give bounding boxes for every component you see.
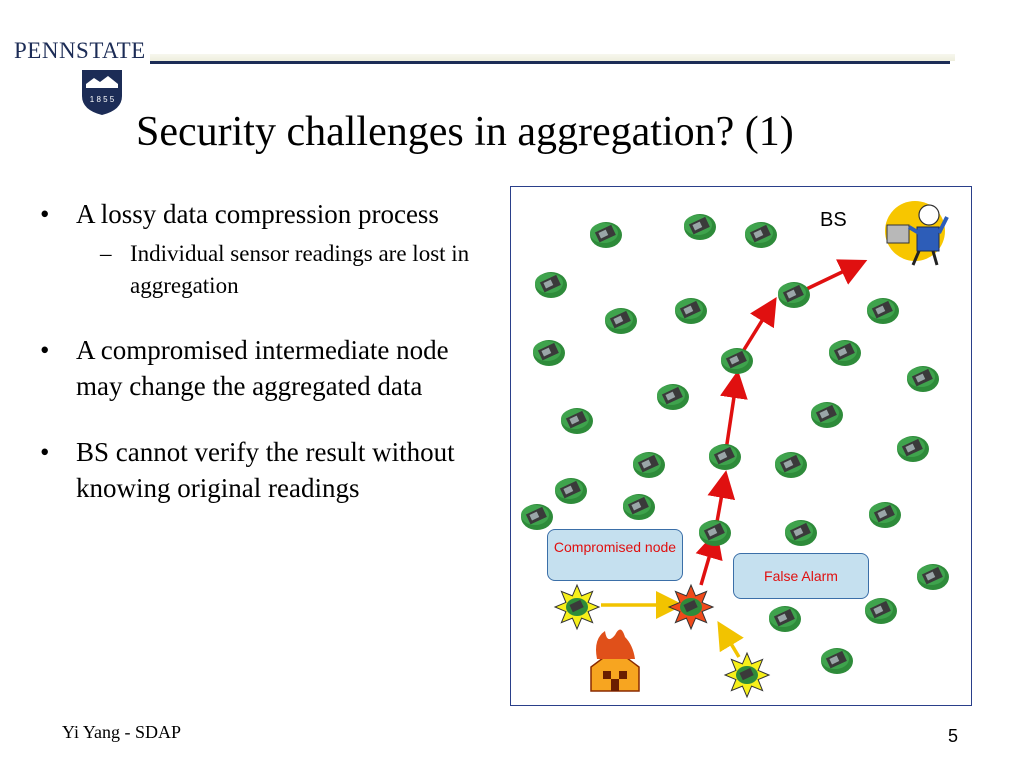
header-band	[150, 54, 955, 61]
sensor-node-icon	[869, 502, 901, 528]
burning-house-icon	[590, 629, 640, 692]
sensor-node-icon	[605, 308, 637, 334]
sensor-node-icon	[785, 520, 817, 546]
bullet-item: • A lossy data compression process – Ind…	[38, 196, 469, 302]
sensor-node-icon	[769, 606, 801, 632]
bullet-text: A compromised intermediate node may chan…	[76, 335, 449, 401]
footer-author: Yi Yang - SDAP	[62, 722, 182, 742]
bullet-text: A lossy data compression process	[76, 199, 439, 229]
sensor-node-icon	[865, 598, 897, 624]
sensor-node-icon	[745, 222, 777, 248]
sensor-network-diagram: BS Compromised node False Alarm	[510, 186, 972, 706]
sensor-node-icon	[721, 348, 753, 374]
bullet-item: • BS cannot verify the result without kn…	[38, 434, 468, 506]
bullet-list: • A lossy data compression process – Ind…	[38, 196, 469, 536]
sensor-node-icon	[675, 298, 707, 324]
sensor-node-icon	[897, 436, 929, 462]
sensor-node-icon	[555, 478, 587, 504]
false-alarm-callout: False Alarm	[733, 553, 869, 599]
university-seal-icon: 1 8 5 5	[82, 70, 122, 115]
sensor-node-icon	[775, 452, 807, 478]
sensor-node-icon	[657, 384, 689, 410]
bullet-item: • A compromised intermediate node may ch…	[38, 332, 468, 404]
page-number: 5	[948, 726, 959, 746]
sub-bullet-text: Individual sensor readings are lost in a…	[130, 241, 470, 298]
sensor-node-icon	[535, 272, 567, 298]
sub-bullet-item: – Individual sensor readings are lost in…	[88, 238, 480, 302]
alert-starburst-icon	[723, 651, 771, 699]
sensor-node-icon	[633, 452, 665, 478]
sensor-node-icon	[699, 520, 731, 546]
sensor-node-icon	[821, 648, 853, 674]
sensor-node-icon	[917, 564, 949, 590]
compromised-starburst-icon	[667, 583, 715, 631]
slide-title: Security challenges in aggregation? (1)	[136, 109, 794, 155]
sensor-node-icon	[623, 494, 655, 520]
bullet-dot: •	[40, 437, 50, 467]
bullet-text: BS cannot verify the result without know…	[76, 437, 455, 503]
sensor-node-icon	[778, 282, 810, 308]
aggregation-path-arrow	[720, 370, 748, 458]
bullet-dot: •	[40, 335, 50, 365]
bullet-dot: •	[40, 199, 50, 229]
sensor-node-icon	[867, 298, 899, 324]
pennstate-wordmark: PENNSTATE	[14, 38, 146, 63]
reading-arrow	[717, 620, 744, 658]
header-rule	[150, 61, 950, 64]
seal-year: 1 8 5 5	[90, 95, 115, 104]
sensor-node-icon	[829, 340, 861, 366]
base-station-person-icon	[885, 201, 949, 266]
sensor-node-icon	[533, 340, 565, 366]
sensor-node-icon	[907, 366, 939, 392]
sub-bullet-dash: –	[100, 241, 112, 266]
sensor-node-icon	[521, 504, 553, 530]
alert-starburst-icon	[553, 583, 601, 631]
sensor-node-icon	[590, 222, 622, 248]
sensor-node-icon	[709, 444, 741, 470]
sensor-node-icon	[561, 408, 593, 434]
base-station-label: BS	[820, 209, 847, 231]
sensor-node-icon	[811, 402, 843, 428]
compromised-node-callout: Compromised node	[547, 529, 683, 581]
sensor-node-icon	[684, 214, 716, 240]
network-canvas	[521, 201, 949, 699]
